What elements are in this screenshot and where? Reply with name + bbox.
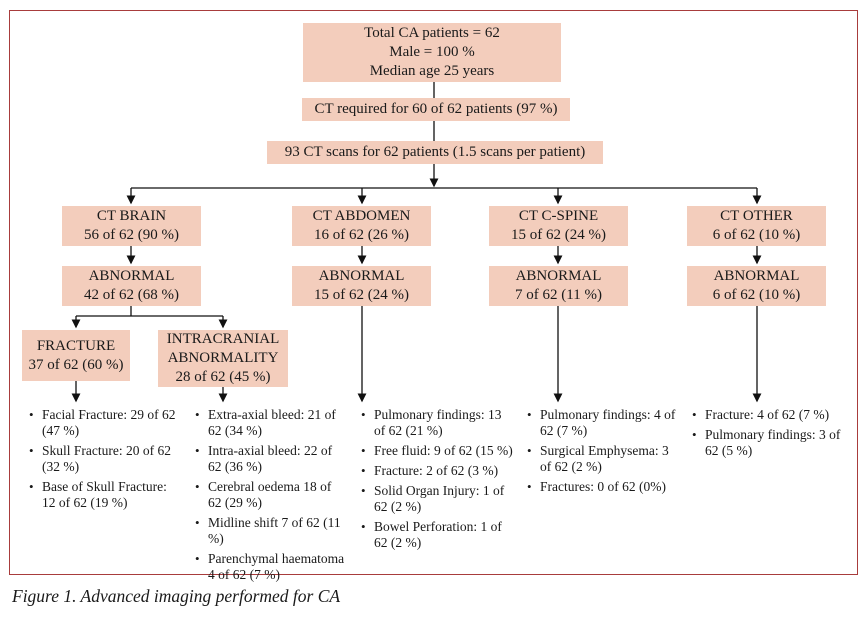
finding-item: Pulmonary findings: 13 of 62 (21 %) bbox=[360, 407, 515, 439]
median-age-line: Median age 25 years bbox=[369, 63, 495, 79]
node-total-patients: Total CA patients = 62 Male = 100 % Medi… bbox=[303, 23, 561, 82]
abdomen-abnormal-label: ABNORMAL bbox=[318, 268, 405, 284]
cspine-abnormal-label: ABNORMAL bbox=[515, 268, 602, 284]
ct-brain-value: 56 of 62 (90 %) bbox=[84, 227, 179, 243]
abdomen-abnormal-value: 15 of 62 (24 %) bbox=[314, 287, 409, 303]
abdomen-findings: Pulmonary findings: 13 of 62 (21 %) Free… bbox=[360, 407, 515, 551]
finding-item: Fracture: 4 of 62 (7 %) bbox=[691, 407, 850, 423]
finding-item: Parenchymal haematoma 4 of 62 (7 %) bbox=[194, 551, 345, 583]
findings-list-cspine: Pulmonary findings: 4 of 62 (7 %) Surgic… bbox=[526, 407, 676, 499]
ct-other-value: 6 of 62 (10 %) bbox=[712, 227, 801, 243]
finding-item: Solid Organ Injury: 1 of 62 (2 %) bbox=[360, 483, 515, 515]
fracture-label: FRACTURE bbox=[36, 337, 116, 354]
fracture-findings: Facial Fracture: 29 of 62 (47 %) Skull F… bbox=[28, 407, 180, 511]
finding-item: Midline shift 7 of 62 (11 %) bbox=[194, 515, 345, 547]
node-other-abnormal: ABNORMAL 6 of 62 (10 %) bbox=[687, 266, 826, 306]
finding-item: Facial Fracture: 29 of 62 (47 %) bbox=[28, 407, 180, 439]
finding-item: Skull Fracture: 20 of 62 (32 %) bbox=[28, 443, 180, 475]
ct-cspine-value: 15 of 62 (24 %) bbox=[511, 227, 606, 243]
finding-item: Pulmonary findings: 4 of 62 (7 %) bbox=[526, 407, 676, 439]
male-percentage-line: Male = 100 % bbox=[389, 44, 475, 60]
findings-list-abdomen: Pulmonary findings: 13 of 62 (21 %) Free… bbox=[360, 407, 515, 555]
findings-list-other: Fracture: 4 of 62 (7 %) Pulmonary findin… bbox=[691, 407, 850, 463]
intracranial-label: INTRACRANIAL ABNORMALITY bbox=[166, 331, 280, 366]
node-ct-cspine: CT C-SPINE 15 of 62 (24 %) bbox=[489, 206, 628, 246]
node-cspine-abnormal: ABNORMAL 7 of 62 (11 %) bbox=[489, 266, 628, 306]
other-findings: Fracture: 4 of 62 (7 %) Pulmonary findin… bbox=[691, 407, 850, 459]
finding-item: Extra-axial bleed: 21 of 62 (34 %) bbox=[194, 407, 345, 439]
finding-item: Base of Skull Fracture: 12 of 62 (19 %) bbox=[28, 479, 180, 511]
cspine-findings: Pulmonary findings: 4 of 62 (7 %) Surgic… bbox=[526, 407, 676, 495]
intracranial-value: 28 of 62 (45 %) bbox=[175, 369, 271, 385]
ct-abdomen-label: CT ABDOMEN bbox=[312, 208, 411, 224]
finding-item: Intra-axial bleed: 22 of 62 (36 %) bbox=[194, 443, 345, 475]
node-brain-abnormal: ABNORMAL 42 of 62 (68 %) bbox=[62, 266, 201, 306]
intracranial-findings: Extra-axial bleed: 21 of 62 (34 %) Intra… bbox=[194, 407, 345, 583]
finding-item: Free fluid: 9 of 62 (15 %) bbox=[360, 443, 515, 459]
finding-item: Fracture: 2 of 62 (3 %) bbox=[360, 463, 515, 479]
node-ct-scans: 93 CT scans for 62 patients (1.5 scans p… bbox=[267, 141, 603, 164]
fracture-value: 37 of 62 (60 %) bbox=[28, 356, 124, 373]
total-patients-line: Total CA patients = 62 bbox=[364, 25, 500, 41]
node-fracture: FRACTURE 37 of 62 (60 %) bbox=[22, 330, 130, 381]
node-intracranial-abnormality: INTRACRANIAL ABNORMALITY 28 of 62 (45 %) bbox=[158, 330, 288, 387]
node-abdomen-abnormal: ABNORMAL 15 of 62 (24 %) bbox=[292, 266, 431, 306]
finding-item: Surgical Emphysema: 3 of 62 (2 %) bbox=[526, 443, 676, 475]
node-ct-other: CT OTHER 6 of 62 (10 %) bbox=[687, 206, 826, 246]
finding-item: Bowel Perforation: 1 of 62 (2 %) bbox=[360, 519, 515, 551]
finding-item: Pulmonary findings: 3 of 62 (5 %) bbox=[691, 427, 850, 459]
ct-cspine-label: CT C-SPINE bbox=[518, 208, 599, 224]
finding-item: Cerebral oedema 18 of 62 (29 %) bbox=[194, 479, 345, 511]
ct-abdomen-value: 16 of 62 (26 %) bbox=[314, 227, 409, 243]
brain-abnormal-value: 42 of 62 (68 %) bbox=[84, 287, 179, 303]
findings-list-fracture: Facial Fracture: 29 of 62 (47 %) Skull F… bbox=[28, 407, 180, 515]
node-ct-required: CT required for 60 of 62 patients (97 %) bbox=[302, 98, 570, 121]
cspine-abnormal-value: 7 of 62 (11 %) bbox=[515, 287, 602, 303]
brain-abnormal-label: ABNORMAL bbox=[88, 268, 175, 284]
figure-caption: Figure 1. Advanced imaging performed for… bbox=[12, 586, 341, 606]
ct-other-label: CT OTHER bbox=[720, 208, 793, 224]
other-abnormal-label: ABNORMAL bbox=[713, 268, 800, 284]
node-ct-brain: CT BRAIN 56 of 62 (90 %) bbox=[62, 206, 201, 246]
ct-brain-label: CT BRAIN bbox=[96, 208, 167, 224]
other-abnormal-value: 6 of 62 (10 %) bbox=[712, 287, 801, 303]
node-ct-abdomen: CT ABDOMEN 16 of 62 (26 %) bbox=[292, 206, 431, 246]
finding-item: Fractures: 0 of 62 (0%) bbox=[526, 479, 676, 495]
findings-list-intracranial: Extra-axial bleed: 21 of 62 (34 %) Intra… bbox=[194, 407, 345, 587]
